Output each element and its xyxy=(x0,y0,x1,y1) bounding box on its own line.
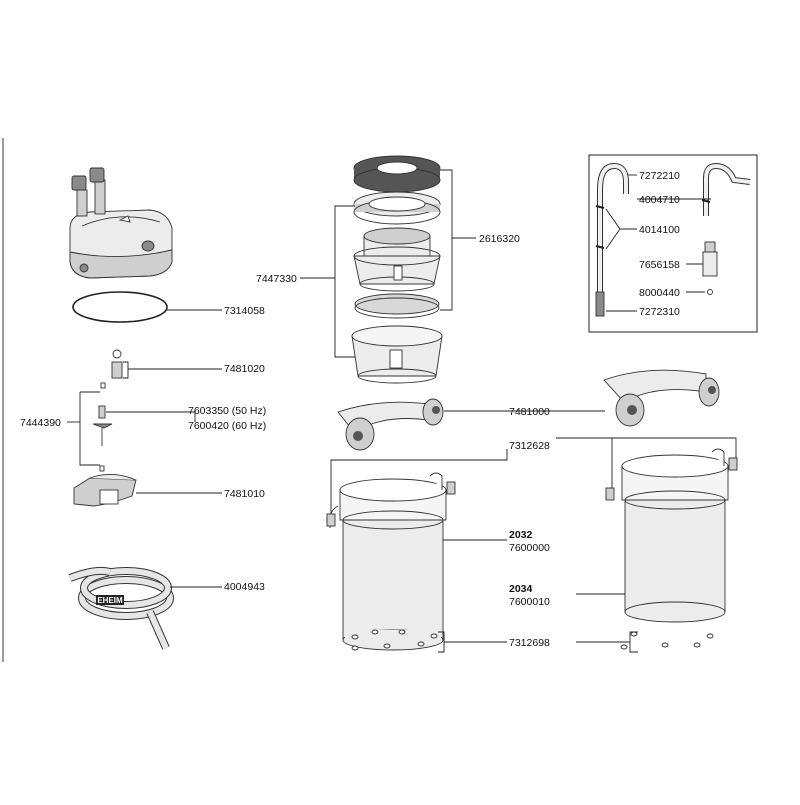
label-4004710: 4004710 xyxy=(639,194,680,206)
label-7600010: 7600010 xyxy=(509,596,550,608)
label-7481000: 7481000 xyxy=(509,406,550,418)
label-7312698: 7312698 xyxy=(509,637,550,649)
label-2616320: 2616320 xyxy=(479,233,520,245)
sponge-part xyxy=(353,155,441,193)
label-2034: 2034 xyxy=(509,583,533,595)
accessory-inset-box xyxy=(588,154,758,333)
label-7272210: 7272210 xyxy=(639,170,680,182)
handle-part-right xyxy=(603,369,720,427)
canister-2034-part xyxy=(605,448,738,623)
label-7444390: 7444390 xyxy=(20,417,61,429)
label-4004943: 4004943 xyxy=(224,581,265,593)
label-7314058: 7314058 xyxy=(224,305,265,317)
handle-part-left xyxy=(337,398,444,451)
intake-tube-part xyxy=(595,162,629,317)
label-7312628: 7312628 xyxy=(509,440,550,452)
impeller-part xyxy=(92,382,113,472)
label-4014100: 4014100 xyxy=(639,224,680,236)
hose-part: EHEIM xyxy=(68,566,174,650)
filter-pad-part xyxy=(354,293,440,319)
label-7481020: 7481020 xyxy=(224,363,265,375)
label-8000440: 8000440 xyxy=(639,287,680,299)
label-7600420: 7600420 (60 Hz) xyxy=(188,420,266,432)
o-ring-part xyxy=(72,291,168,323)
spray-bar-part xyxy=(701,162,751,216)
filter-lid-part xyxy=(353,191,441,225)
label-7603350: 7603350 (50 Hz) xyxy=(188,405,266,417)
hose-brand-text: EHEIM xyxy=(97,596,123,605)
clamp-part xyxy=(73,474,137,507)
feet-part xyxy=(351,629,714,651)
canister-2032-part xyxy=(326,472,456,651)
label-7272310: 7272310 xyxy=(639,306,680,318)
label-2032: 2032 xyxy=(509,529,533,541)
impeller-cover-part xyxy=(111,349,123,379)
label-7600000: 7600000 xyxy=(509,542,550,554)
label-7481010: 7481010 xyxy=(224,488,265,500)
valve-part xyxy=(702,241,718,295)
lower-basket-part xyxy=(351,325,443,384)
filter-basket-part xyxy=(353,227,441,292)
label-7447330: 7447330 xyxy=(256,273,297,285)
label-7656158: 7656158 xyxy=(639,259,680,271)
pump-head-part xyxy=(69,167,173,279)
